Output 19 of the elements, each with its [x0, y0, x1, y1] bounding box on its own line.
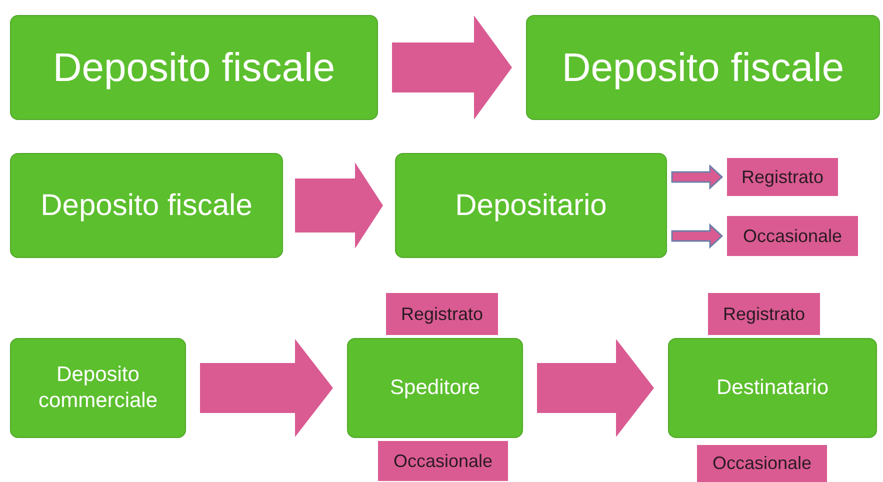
process-box: Deposito fiscale — [526, 15, 880, 120]
tag-box: Registrato — [708, 293, 820, 335]
process-box: Depositario — [395, 153, 667, 258]
tag-box: Registrato — [386, 293, 498, 335]
process-box: Deposito fiscale — [10, 15, 378, 120]
process-box: Deposito commerciale — [10, 338, 186, 438]
block-arrow — [537, 339, 654, 437]
tag-box: Registrato — [727, 158, 838, 196]
block-arrow — [671, 223, 724, 249]
process-box: Speditore — [347, 338, 523, 438]
tag-box: Occasionale — [727, 216, 858, 256]
block-arrow — [392, 16, 512, 120]
process-box: Destinatario — [668, 338, 877, 438]
tag-box: Occasionale — [378, 441, 508, 481]
block-arrow — [671, 164, 724, 190]
block-arrow — [200, 339, 333, 437]
block-arrow — [295, 162, 383, 248]
process-box: Deposito fiscale — [10, 153, 283, 258]
tag-box: Occasionale — [697, 445, 827, 482]
